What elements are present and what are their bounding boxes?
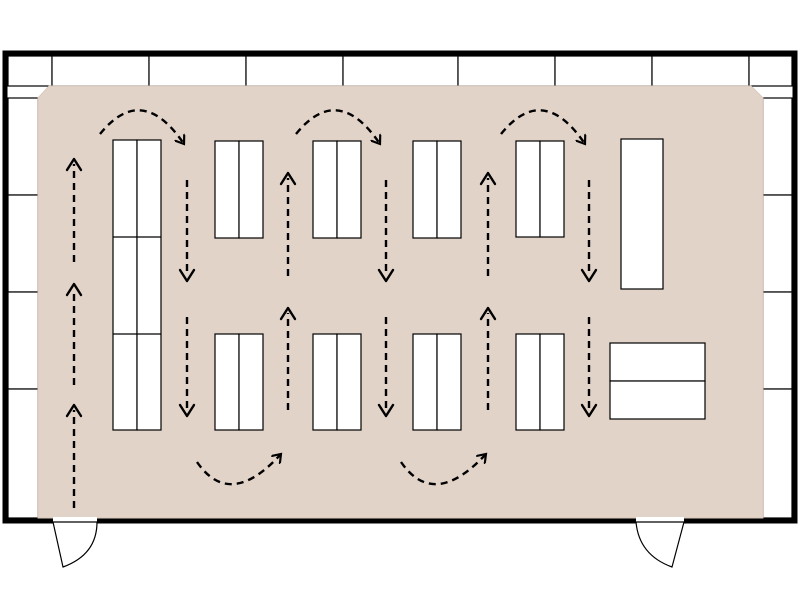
shelf-unit xyxy=(214,140,240,239)
flow-arrowhead xyxy=(279,306,297,321)
door-left[interactable] xyxy=(52,521,98,568)
wall-shelf xyxy=(762,388,793,519)
flow-arrowhead xyxy=(65,403,83,418)
flow-arrowhead xyxy=(580,268,598,283)
traffic-flow xyxy=(65,109,598,508)
shelf-unit xyxy=(515,333,541,431)
wall-shelf xyxy=(651,55,750,87)
flow-arrowhead xyxy=(178,403,196,418)
shelf-unit-tall xyxy=(620,138,664,290)
wall-shelf xyxy=(554,55,653,87)
flow-arrowhead xyxy=(65,157,83,172)
shelf-unit xyxy=(238,333,264,431)
flow-arrowhead xyxy=(377,268,395,283)
shelf-unit xyxy=(539,333,565,431)
door-opening xyxy=(53,517,97,525)
flow-arrowhead xyxy=(178,268,196,283)
wall-shelf xyxy=(762,97,793,196)
flow-arrow-turn xyxy=(400,454,486,486)
wall-shelf xyxy=(148,55,247,87)
flow-arrowhead xyxy=(279,171,297,186)
shelf-unit xyxy=(336,140,362,239)
door-opening xyxy=(636,517,684,525)
perimeter-wall-shelving xyxy=(7,55,793,519)
flow-arrow-turn xyxy=(99,109,184,144)
display-table xyxy=(609,342,706,382)
wall-shelf xyxy=(762,194,793,293)
doors xyxy=(52,517,685,568)
shelf-unit xyxy=(515,140,541,238)
aisle-shelving xyxy=(112,138,706,431)
shelf-unit xyxy=(539,140,565,238)
shelf-unit xyxy=(312,140,338,239)
gondola-shelf xyxy=(136,139,162,431)
shelf-unit xyxy=(412,140,438,239)
wall-shelf xyxy=(7,194,39,293)
wall-shelf xyxy=(762,291,793,390)
flow-arrowhead xyxy=(65,282,83,297)
shelf-unit xyxy=(336,333,362,431)
flow-arrow-turn xyxy=(196,454,281,486)
wall-shelf xyxy=(342,55,459,87)
display-table xyxy=(609,380,706,420)
flow-arrowhead xyxy=(479,171,497,186)
wall-shelf xyxy=(7,97,39,196)
shelf-unit xyxy=(436,140,462,239)
shelf-unit xyxy=(214,333,240,431)
wall-shelf xyxy=(7,55,53,87)
shelf-unit xyxy=(238,140,264,239)
shelf-unit xyxy=(312,333,338,431)
wall-shelf xyxy=(245,55,344,87)
flow-arrow-turn xyxy=(500,109,585,144)
wall-shelf xyxy=(7,291,39,390)
wall-shelf xyxy=(457,55,556,87)
flow-arrowhead xyxy=(377,403,395,418)
gondola-shelf xyxy=(112,139,138,431)
shelf-unit xyxy=(436,333,462,431)
wall-shelf xyxy=(7,388,39,519)
wall-shelf xyxy=(51,55,150,87)
flow-arrowhead xyxy=(479,306,497,321)
flow-arrowhead xyxy=(580,403,598,418)
shelf-unit xyxy=(412,333,438,431)
flow-arrow-turn xyxy=(295,109,380,144)
door-right[interactable] xyxy=(635,521,685,568)
wall-shelf xyxy=(748,55,793,87)
